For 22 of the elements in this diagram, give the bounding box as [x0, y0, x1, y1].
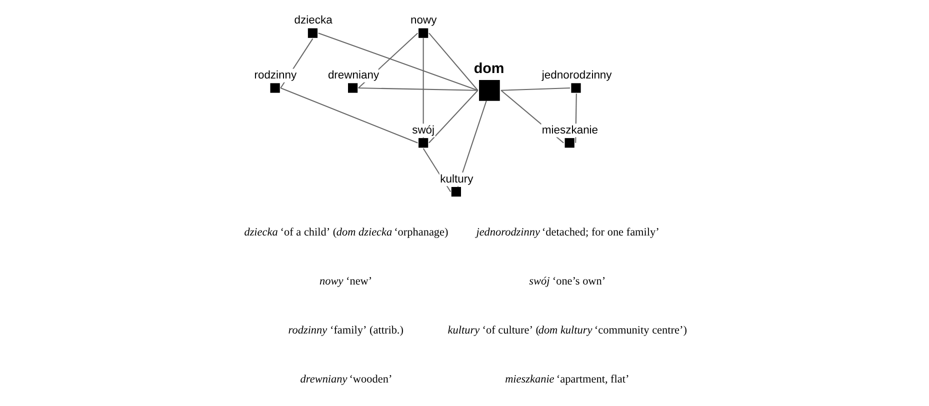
node-box	[478, 80, 500, 101]
node-label: jednorodzinny	[541, 70, 612, 82]
connector	[428, 90, 478, 144]
label: dziecka ‘of a child’ (dom dziecka ‘orphanage)	[244, 226, 448, 239]
label: jednorodzinny ‘detached; for one family’	[476, 226, 659, 239]
node-label: dziecka	[294, 14, 332, 27]
label: rodzinny ‘family’ (attrib.)	[288, 324, 403, 336]
node-label: dom	[473, 61, 504, 78]
label: drewniany ‘wooden’	[300, 373, 392, 386]
connector	[280, 88, 418, 144]
node-box	[570, 83, 580, 93]
connector	[500, 87, 570, 91]
node-label: nowy	[410, 14, 436, 27]
node-box	[418, 28, 428, 38]
label: nowy ‘new’	[319, 276, 372, 288]
connector	[428, 32, 478, 91]
connector	[422, 38, 424, 138]
connector	[358, 87, 478, 91]
label: swój ‘one’s own’	[528, 276, 606, 288]
label: kultury ‘of culture’ (dom kultury ‘community centre’)	[447, 324, 686, 336]
node-box	[307, 28, 318, 38]
label: mieszkanie ‘apartment, flat’	[504, 373, 629, 386]
